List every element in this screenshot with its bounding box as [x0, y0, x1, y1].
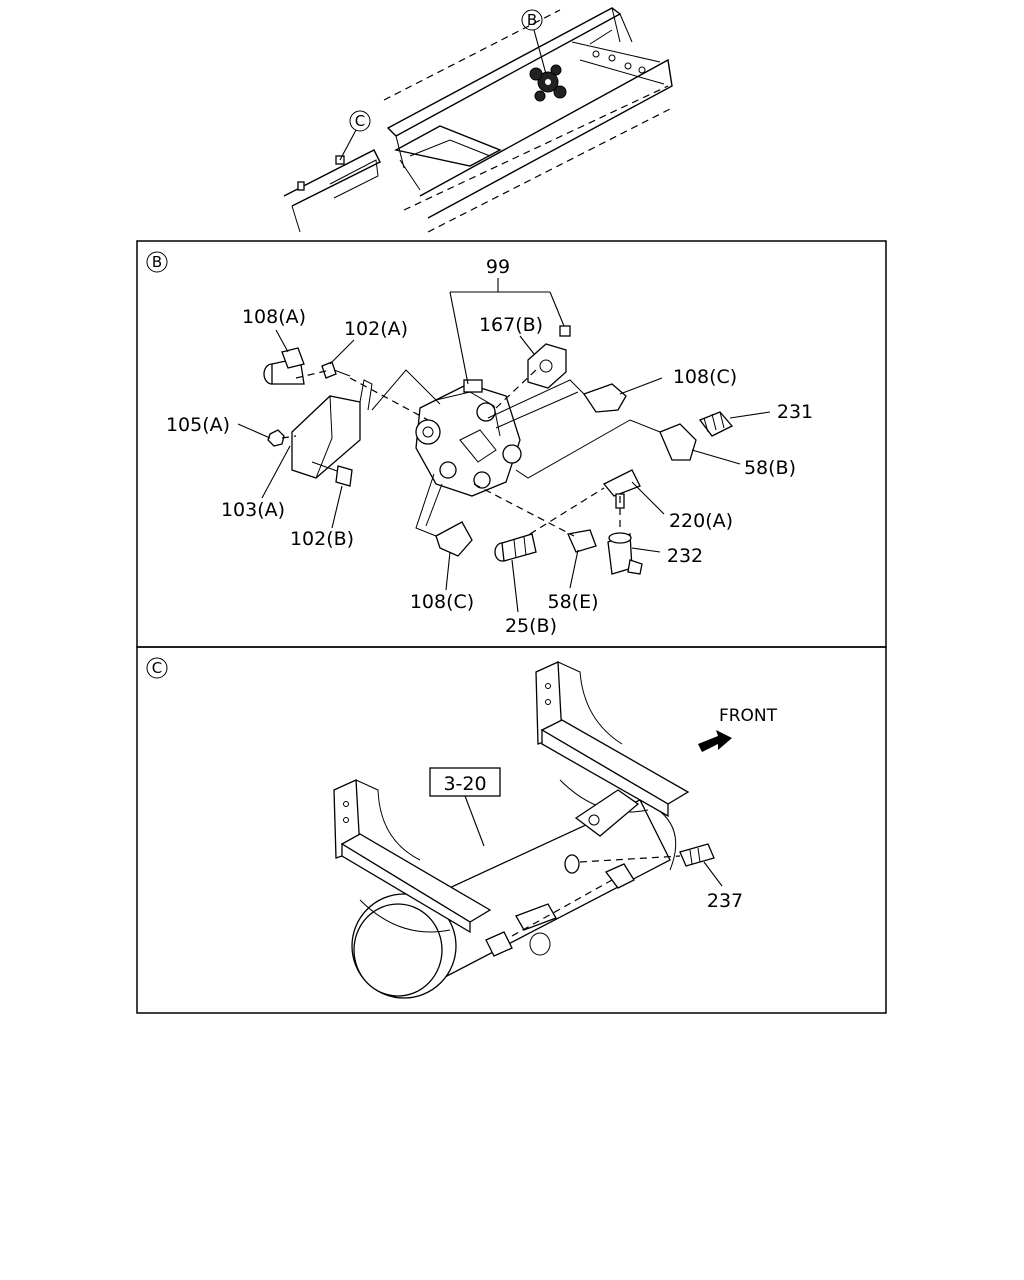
tank-drain-fitting	[485, 931, 513, 957]
frame-rail-left	[283, 149, 381, 207]
valve-b-overview	[529, 64, 567, 102]
label-220a: 220(A)	[669, 510, 733, 532]
label-105a: 105(A)	[166, 414, 230, 436]
label-167b: 167(B)	[479, 314, 543, 336]
label-99: 99	[486, 256, 510, 278]
hose-1	[371, 369, 441, 411]
plate-167b	[527, 325, 571, 389]
bolt-102b	[311, 461, 353, 487]
panel-c-letter: C	[152, 659, 162, 677]
tank-bracket-right	[535, 661, 690, 818]
elbow-58b	[659, 423, 697, 461]
panel-c: C	[136, 646, 887, 1014]
tank-plug	[564, 854, 580, 874]
panel-c-letter-circle	[146, 657, 168, 679]
label-58b: 58(B)	[744, 457, 796, 479]
frame-rail-lower	[419, 58, 673, 219]
frame-rail-upper	[386, 7, 622, 137]
tank-elbow-fitting	[604, 863, 635, 889]
callout-b-letter: B	[527, 11, 537, 29]
bolt-102a	[321, 361, 351, 379]
drain-cock	[515, 903, 557, 931]
tee-232	[607, 532, 643, 575]
chassis-overview: B C	[283, 7, 673, 233]
callout-b-circle	[521, 9, 543, 31]
connector-231	[698, 411, 734, 437]
front-arrow-icon	[698, 730, 732, 752]
label-102b: 102(B)	[290, 528, 354, 550]
panel-b: B	[136, 240, 887, 648]
label-108a: 108(A)	[242, 306, 306, 328]
hose-4	[415, 473, 437, 537]
panel-c-frame	[136, 646, 887, 1014]
label-231: 231	[777, 401, 813, 423]
panel-b-letter-circle	[146, 251, 168, 273]
callout-c-circle	[349, 110, 371, 132]
air-tank	[351, 799, 677, 999]
fitting-108c-bottom	[435, 521, 473, 557]
fitting-108c-top	[582, 383, 627, 413]
connector-25b	[494, 533, 537, 562]
relay-valve-body	[415, 379, 522, 497]
label-103a: 103(A)	[221, 499, 285, 521]
tank-bracket-left	[333, 779, 492, 934]
cross-member	[394, 125, 502, 167]
label-25b: 25(B)	[505, 615, 557, 637]
ref-box-3-20	[429, 767, 501, 797]
label-237: 237	[707, 890, 743, 912]
label-front: FRONT	[719, 706, 778, 726]
bracket-103a	[291, 395, 361, 479]
fitting-58e	[567, 529, 597, 553]
label-3-20: 3-20	[443, 773, 486, 795]
panel-b-letter: B	[152, 253, 162, 271]
drain-ring	[529, 932, 551, 956]
callout-c-letter: C	[355, 112, 365, 130]
hose-3	[515, 419, 661, 479]
drain-valve-237	[679, 843, 715, 867]
label-102a: 102(A)	[344, 318, 408, 340]
label-232: 232	[667, 545, 703, 567]
label-108c-top: 108(C)	[673, 366, 737, 388]
label-108c-bottom: 108(C)	[410, 591, 474, 613]
fitting-108a	[263, 347, 305, 385]
nut-105a	[267, 429, 285, 447]
label-58e: 58(E)	[547, 591, 598, 613]
hose-2	[487, 379, 585, 419]
tee-220a	[602, 469, 641, 509]
